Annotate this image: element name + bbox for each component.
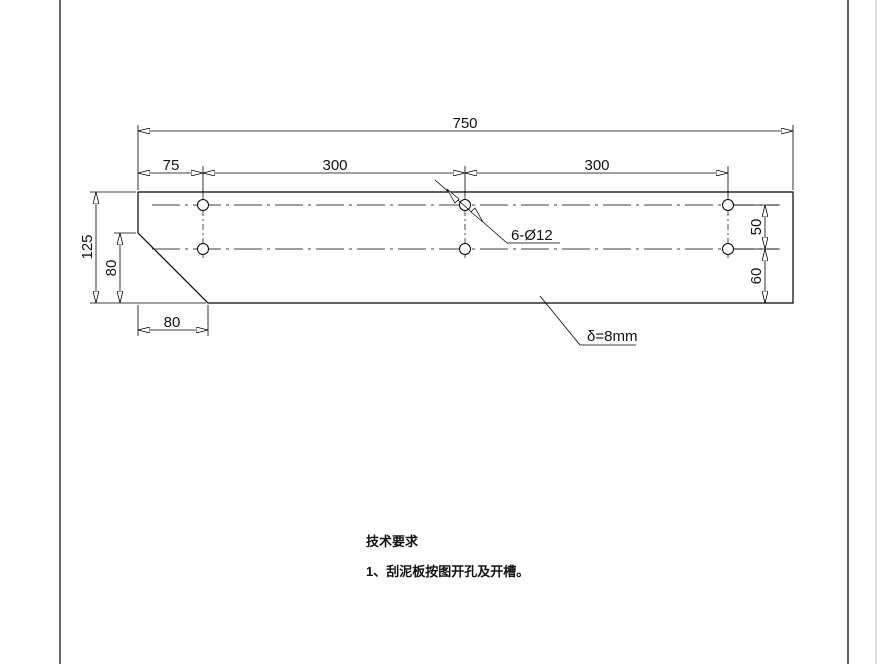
thickness-label: δ=8mm	[587, 328, 637, 345]
dim-label-end-offset: 75	[163, 157, 180, 174]
dim-label-chamfer-height: 80	[103, 260, 120, 277]
hole-callout-label: 6-Ø12	[511, 227, 553, 244]
dim-label-hole-row-spacing: 50	[748, 219, 765, 236]
dim-label-bottom-offset: 60	[748, 268, 765, 285]
thickness-leader	[539, 295, 581, 346]
notes-item-1: 1、刮泥板按图开孔及开槽。	[366, 564, 529, 579]
plate-outline	[137, 191, 794, 304]
dim-label-hole-spacing-right: 300	[584, 157, 609, 174]
hole-callout-arrow-2	[470, 207, 484, 223]
dim-label-overall-height: 125	[79, 234, 96, 259]
hole-6	[722, 243, 734, 255]
hole-1	[197, 199, 209, 211]
hole-2	[459, 199, 471, 211]
notes-title: 技术要求	[366, 534, 419, 549]
hole-callout-arrow	[446, 188, 460, 204]
hole-5	[459, 243, 471, 255]
dim-label-chamfer-width: 80	[164, 314, 181, 331]
hole-callout-leader	[434, 179, 508, 244]
dim-label-overall-length: 750	[452, 115, 477, 132]
dim-label-hole-spacing-left: 300	[322, 157, 347, 174]
hole-3	[722, 199, 734, 211]
hole-4	[197, 243, 209, 255]
